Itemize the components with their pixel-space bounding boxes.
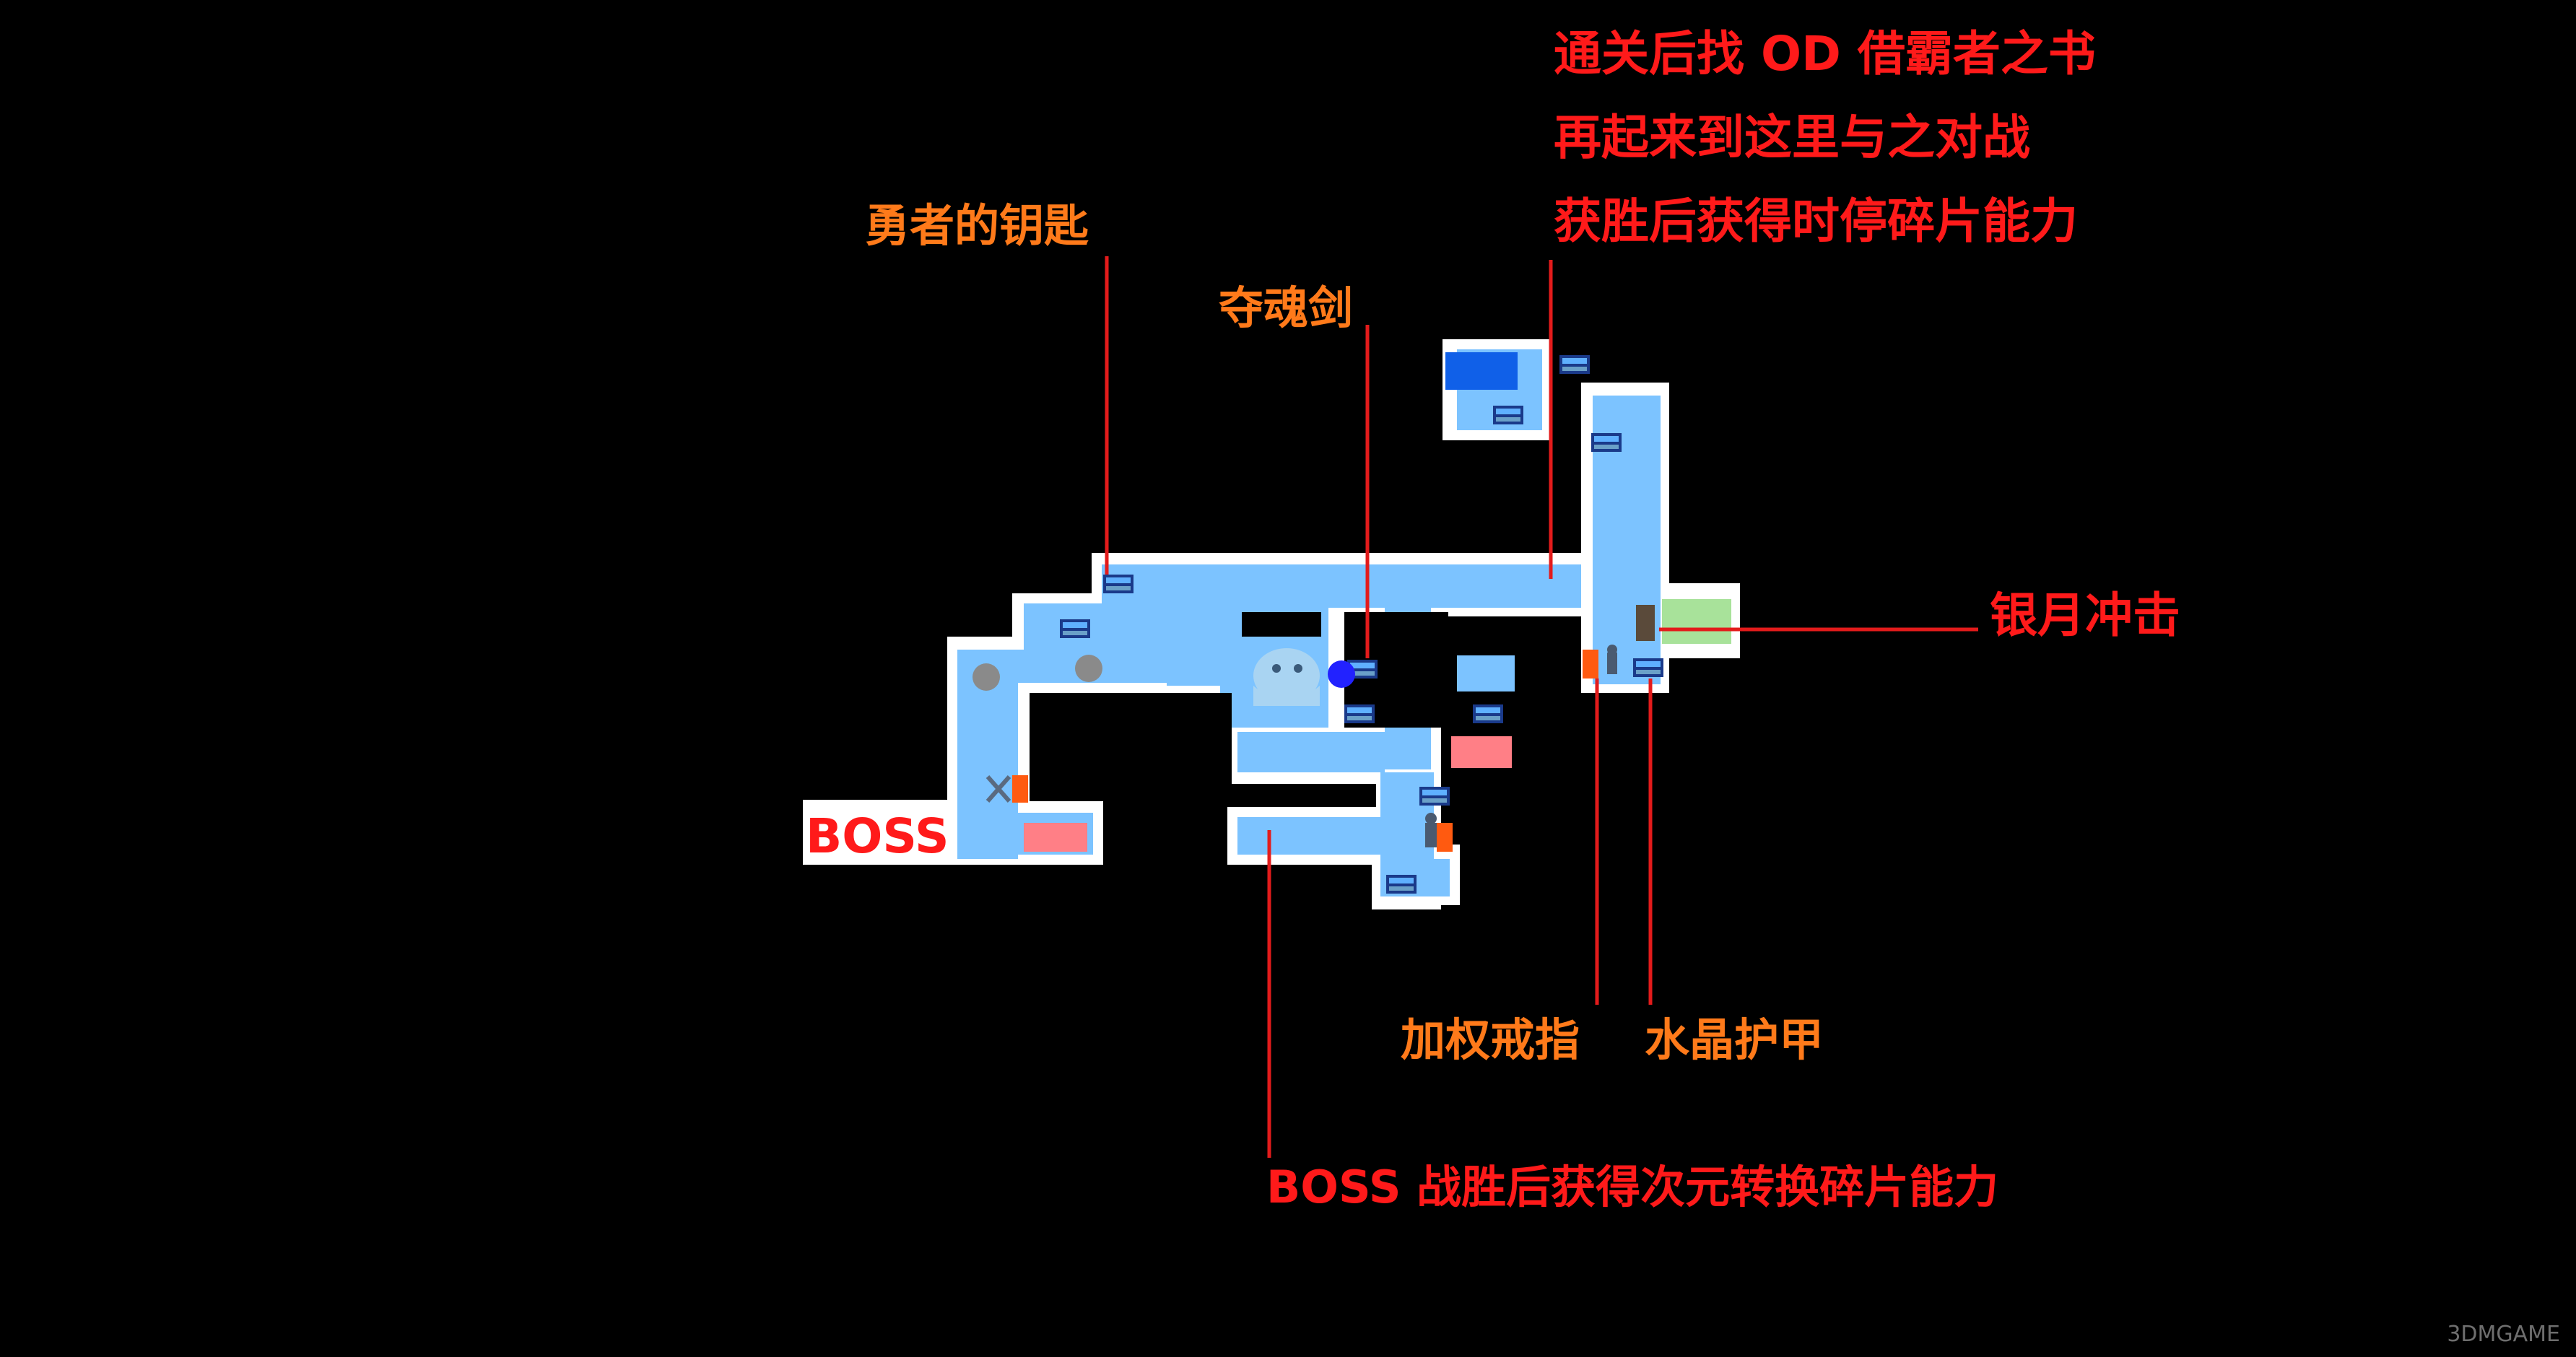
crystal-armor-label: 水晶护甲 <box>1645 1013 1824 1066</box>
armor-icon <box>1425 813 1437 847</box>
teleporter-room <box>1445 352 1518 390</box>
boss-label: BOSS <box>806 808 949 864</box>
treasure-chest-icon <box>1386 875 1417 894</box>
item-room-marker <box>1662 599 1731 644</box>
pillar-icon <box>1636 605 1655 641</box>
treasure-chest-icon <box>1344 704 1375 723</box>
save-rooms <box>1024 736 1512 852</box>
silver-moon-strike-label: 银月冲击 <box>1990 588 2180 643</box>
crossed-swords-icon <box>985 775 1011 803</box>
treasure-chest-icon <box>1493 406 1523 424</box>
treasure-chest-icon <box>1633 658 1663 677</box>
od-note-line-1: 通关后找 OD 借霸者之书 <box>1554 26 2096 82</box>
treasure-chest-icons <box>1060 355 1663 894</box>
armor-icon <box>1607 645 1617 674</box>
annotation-lines <box>1105 256 1978 1158</box>
weighted-ring-label: 加权戒指 <box>1401 1013 1580 1066</box>
treasure-chest-icon <box>1103 575 1133 593</box>
treasure-chest-icon <box>1419 787 1450 806</box>
blue-orb-icon <box>1328 660 1355 688</box>
grey-orb-icon <box>1075 655 1102 682</box>
treasure-chest-icon <box>1060 619 1090 638</box>
soul-sword-label: 夺魂剑 <box>1219 282 1354 334</box>
ghost-enemy-icon <box>1253 648 1320 706</box>
od-note-line-3: 获胜后获得时停碎片能力 <box>1554 193 2078 249</box>
heros-key-label: 勇者的钥匙 <box>865 199 1089 252</box>
treasure-chest-icon <box>1473 704 1503 723</box>
treasure-chest-icon <box>1559 355 1590 374</box>
treasure-chest-icon <box>1591 433 1622 452</box>
watermark-logo: 3DMGAME <box>2447 1322 2560 1347</box>
od-note-line-2: 再起来到这里与之对战 <box>1554 110 2030 165</box>
grey-orb-icon <box>972 663 1000 691</box>
boss-reward-note: BOSS 战胜后获得次元转换碎片能力 <box>1266 1161 1999 1213</box>
doors <box>1012 650 1598 852</box>
